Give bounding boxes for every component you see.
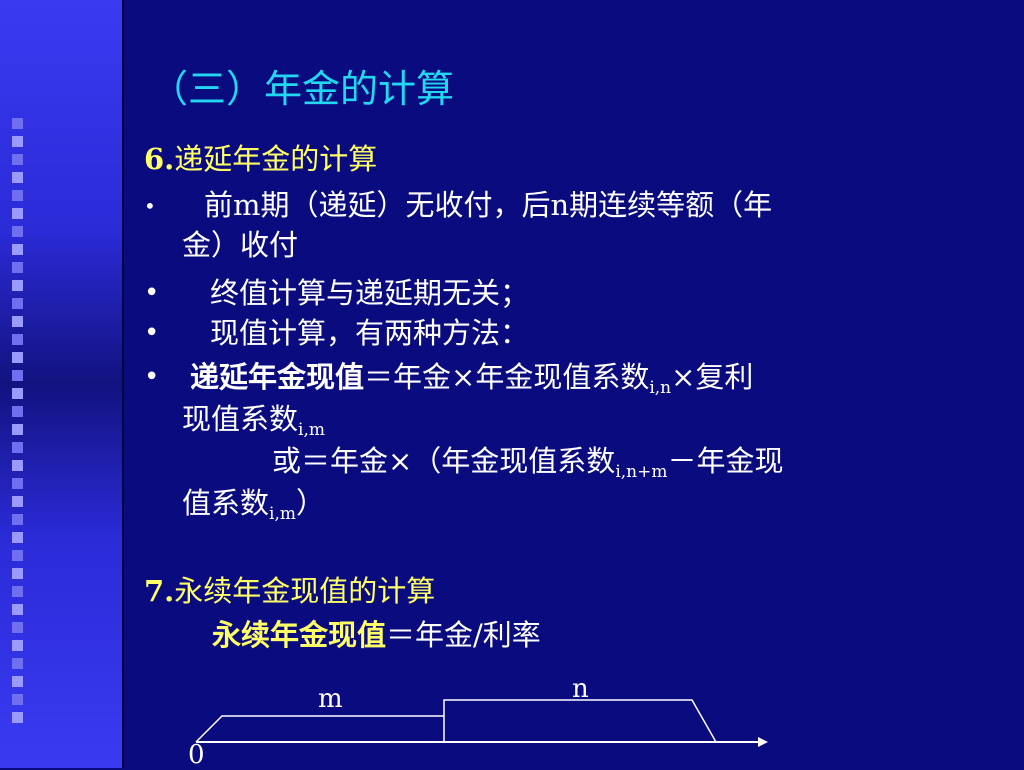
annuity-period-outline [443, 699, 717, 743]
square-icon [12, 262, 23, 273]
sidebar-decoration [0, 0, 122, 768]
section-6-heading: 6.递延年金的计算 [144, 142, 377, 176]
timeline-arrowhead [758, 737, 768, 747]
bullet-3-text: 现值计算，有两种方法： [210, 316, 530, 350]
square-icon [12, 190, 23, 201]
bullet-1-line-1: 前m期（递延）无收付，后n期连续等额（年 [204, 188, 773, 222]
square-icon [12, 604, 23, 615]
deferral-period-label: m [318, 684, 343, 714]
deferred-annuity-pv-term: 递延年金现值 [190, 360, 365, 394]
square-icon [12, 568, 23, 579]
formula-subscript: i,n+m [615, 462, 668, 482]
square-icon [12, 496, 23, 507]
perpetuity-formula: 永续年金现值＝年金/利率 [212, 618, 541, 652]
formula-subscript: i,m [298, 420, 325, 440]
bullet-4-line-2: 现值系数i,m [182, 402, 325, 439]
formula-part: 值系数 [182, 486, 270, 520]
bullet-4-line-1: 递延年金现值＝年金×年金现值系数i,n×复利 [190, 360, 754, 397]
timeline-origin-label: 0 [188, 740, 205, 770]
square-icon [12, 658, 23, 669]
section-6-title: 递延年金的计算 [174, 142, 378, 176]
formula-part: 或＝年金×（年金现值系数 [272, 444, 616, 478]
alt-formula-line-2: 值系数i,m） [182, 486, 325, 523]
square-icon [12, 370, 23, 381]
square-icon [12, 208, 23, 219]
formula-part: 现值系数 [182, 402, 299, 436]
bullet-icon: • [144, 278, 160, 308]
square-icon [12, 478, 23, 489]
square-icon [12, 298, 23, 309]
square-icon [12, 406, 23, 417]
square-icon [12, 514, 23, 525]
slide-title: （三）年金的计算 [150, 67, 455, 111]
bullet-2-text: 终值计算与递延期无关； [210, 276, 530, 310]
sidebar-square-pattern [8, 118, 30, 730]
square-icon [12, 622, 23, 633]
formula-part: －年金现 [667, 444, 784, 478]
formula-part: ＝年金/利率 [386, 618, 541, 652]
formula-subscript: i,m [269, 504, 296, 524]
section-7-title: 永续年金现值的计算 [174, 574, 436, 608]
bullet-icon: • [144, 194, 156, 218]
square-icon [12, 424, 23, 435]
square-icon [12, 118, 23, 129]
square-icon [12, 154, 23, 165]
section-7-number: 7. [144, 574, 175, 608]
square-icon [12, 334, 23, 345]
square-icon [12, 676, 23, 687]
alt-formula-line-1: 或＝年金×（年金现值系数i,n+m－年金现 [272, 444, 784, 481]
formula-part: ×复利 [671, 360, 754, 394]
formula-part: ） [295, 486, 325, 520]
square-icon [12, 388, 23, 399]
square-icon [12, 550, 23, 561]
square-icon [12, 352, 23, 363]
square-icon [12, 586, 23, 597]
deferral-period-outline [195, 715, 444, 743]
square-icon [12, 244, 23, 255]
square-icon [12, 712, 23, 723]
square-icon [12, 316, 23, 327]
perpetuity-pv-term: 永续年金现值 [212, 618, 387, 652]
bullet-icon: • [144, 318, 160, 348]
square-icon [12, 460, 23, 471]
square-icon [12, 640, 23, 651]
square-icon [12, 172, 23, 183]
square-icon [12, 280, 23, 291]
formula-subscript: i,n [649, 378, 672, 398]
formula-part: ＝年金×年金现值系数 [364, 360, 650, 394]
square-icon [12, 694, 23, 705]
bullet-icon: • [144, 362, 160, 392]
sidebar-divider [122, 0, 124, 768]
square-icon [12, 136, 23, 147]
square-icon [12, 442, 23, 453]
annuity-period-label: n [572, 674, 589, 704]
section-6-number: 6. [144, 142, 175, 176]
bullet-1-line-2: 金）收付 [182, 228, 299, 262]
square-icon [12, 226, 23, 237]
square-icon [12, 532, 23, 543]
section-7-heading: 7.永续年金现值的计算 [144, 574, 435, 608]
